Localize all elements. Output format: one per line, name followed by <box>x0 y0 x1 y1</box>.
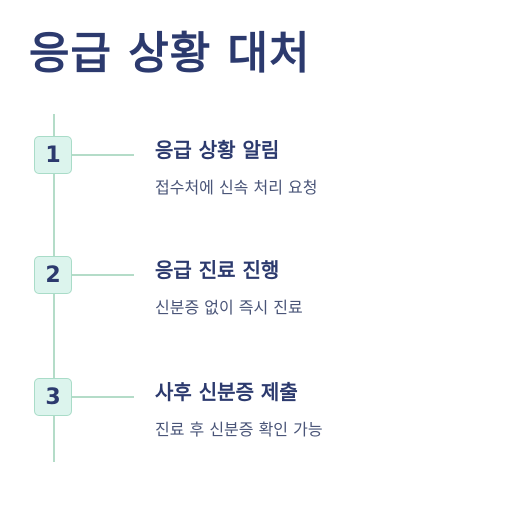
step-connector <box>72 154 134 156</box>
step-2: 2 응급 진료 진행 신분증 없이 즉시 진료 <box>0 256 517 336</box>
step-title: 응급 진료 진행 <box>155 258 280 282</box>
step-description: 접수처에 신속 처리 요청 <box>155 178 318 197</box>
step-1: 1 응급 상황 알림 접수처에 신속 처리 요청 <box>0 136 517 216</box>
step-number-badge: 1 <box>34 136 72 174</box>
step-connector <box>72 274 134 276</box>
step-description: 진료 후 신분증 확인 가능 <box>155 420 323 439</box>
step-number-badge: 3 <box>34 378 72 416</box>
step-title: 응급 상황 알림 <box>155 138 280 162</box>
step-number-badge: 2 <box>34 256 72 294</box>
step-title: 사후 신분증 제출 <box>155 380 298 404</box>
step-3: 3 사후 신분증 제출 진료 후 신분증 확인 가능 <box>0 378 517 458</box>
page-title: 응급 상황 대처 <box>29 28 311 79</box>
step-connector <box>72 396 134 398</box>
step-description: 신분증 없이 즉시 진료 <box>155 298 303 317</box>
